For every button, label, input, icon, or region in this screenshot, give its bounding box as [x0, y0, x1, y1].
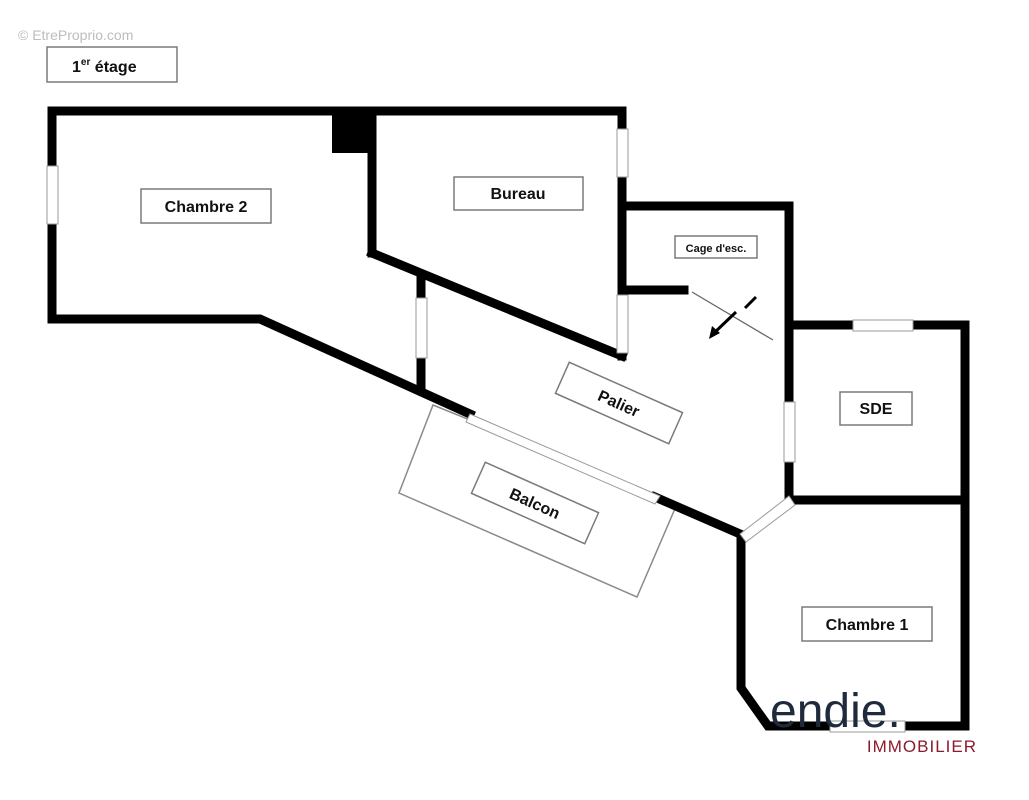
room-bureau: Bureau: [453, 176, 584, 211]
svg-text:1er étage: 1er étage: [72, 57, 137, 76]
room-sde: SDE: [839, 391, 913, 426]
room-cage: Cage d'esc.: [674, 235, 758, 259]
room-chambre2: Chambre 2: [140, 188, 272, 224]
floor-suffix: er: [81, 57, 91, 68]
room-sde-label: SDE: [860, 401, 893, 418]
windows: [46, 128, 914, 733]
watermark-text: © EtreProprio.com: [18, 27, 133, 43]
room-bureau-label: Bureau: [490, 186, 545, 203]
room-cage-label: Cage d'esc.: [686, 243, 747, 255]
floor-number: 1: [72, 59, 81, 76]
floor-rest: étage: [90, 59, 136, 76]
brand-name: endie.: [770, 685, 901, 738]
brand-logo: endie. IMMOBILIER: [770, 685, 977, 756]
room-chambre1-label: Chambre 1: [826, 617, 909, 634]
room-chambre1: Chambre 1: [801, 606, 933, 642]
door-opening: [739, 495, 796, 543]
brand-sub: IMMOBILIER: [867, 737, 977, 756]
room-palier: Palier: [554, 361, 684, 445]
stair-arrow: [691, 291, 774, 341]
floor-label: 1er étage: [46, 46, 178, 83]
chimney-block: [332, 111, 372, 153]
room-chambre2-label: Chambre 2: [165, 199, 248, 216]
